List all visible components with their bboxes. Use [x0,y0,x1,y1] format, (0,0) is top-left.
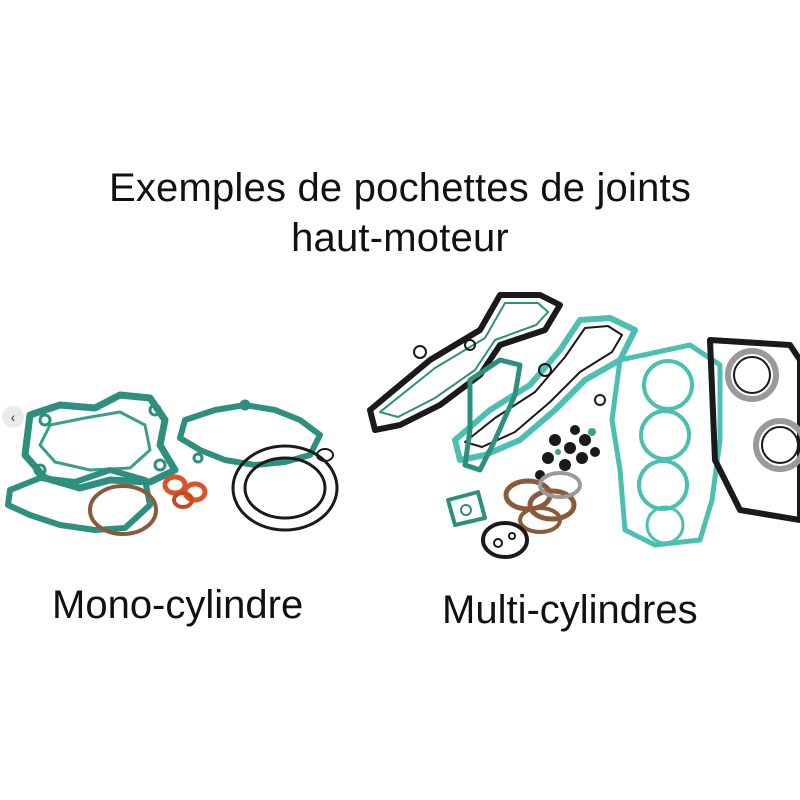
multi-cylinder-gasket-set [367,292,800,559]
head-gasket-teal [609,342,723,548]
mono-cylinder-gasket-set [5,391,339,536]
title-line-1: Exemples de pochettes de joints [108,166,692,210]
o-ring-small [316,448,334,462]
caption-mono-cylindre: Mono-cylindre [52,583,304,627]
title-line-2: haut-moteur [291,216,509,260]
o-ring-medium [243,456,327,520]
bore-4 [645,505,685,545]
valve-cover-gasket-1 [367,292,563,433]
valve-stem-seals [535,425,600,480]
o-ring-large [231,444,339,532]
oil-seal-ring [481,521,529,559]
image-panel [0,150,800,650]
orange-seal-1 [162,474,188,496]
cam-chain-gasket [462,357,523,473]
head-gasket-metal [707,337,800,523]
bore-2 [639,409,691,461]
bore-3 [637,459,689,511]
green-seals [555,428,596,455]
head-gasket-lower [5,467,153,533]
orange-seal-3 [172,491,194,509]
copper-ring [88,484,158,536]
caption-multi-cylindres: Multi-cylindres [442,588,698,632]
chevron-left-icon[interactable]: ‹ [2,406,24,428]
ring-stack-3 [538,471,582,499]
bore-1 [642,359,694,411]
small-square-gasket [446,490,487,527]
ring-stack-4 [518,506,562,534]
ring-stack-2 [527,488,577,522]
exhaust-gasket [177,402,323,468]
